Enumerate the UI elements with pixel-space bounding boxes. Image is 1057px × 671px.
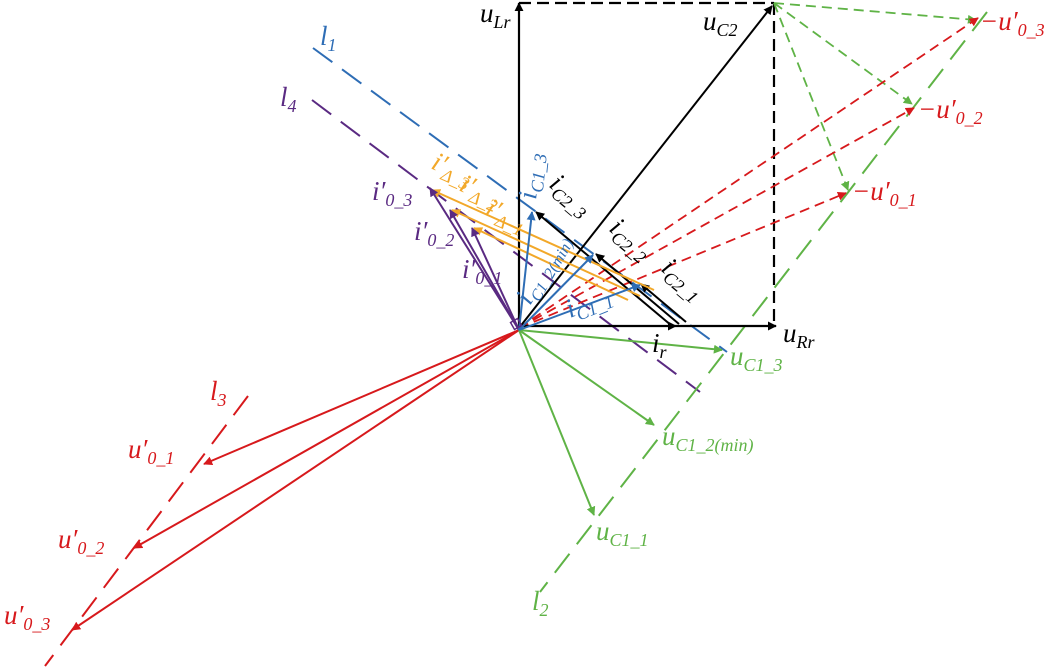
label-u0-2: u′0_2 — [58, 524, 104, 558]
label-ic2-3: iC2_3 — [542, 168, 599, 224]
label-u0-1: u′0_1 — [128, 434, 174, 468]
label-ic2-2: iC2_2 — [602, 212, 659, 268]
vector-ic1-1 — [518, 283, 641, 331]
label-l2: l2 — [532, 586, 549, 620]
vector-neg-u0-2 — [518, 107, 915, 329]
line-l4 — [311, 99, 701, 393]
vector-ic2-3 — [535, 211, 673, 327]
label-uc1-3: uC1_3 — [730, 341, 783, 375]
vector-idelta-2 — [451, 209, 641, 297]
label-uc1-2min: uC1_2(min) — [662, 421, 754, 456]
label-i0-3: i′0_3 — [372, 176, 412, 210]
label-i0-2: i′0_2 — [414, 216, 454, 250]
label-l3: l3 — [210, 376, 227, 410]
label-i-r: ir — [652, 328, 668, 362]
vector-u0-3 — [71, 329, 520, 631]
label-ic1-1: iC1_1 — [561, 278, 617, 327]
vector-uc1-1 — [518, 329, 596, 516]
green-dash-to-neg-u0-1 — [773, 2, 850, 191]
label-neg-u0-2: −u′0_2 — [918, 94, 983, 128]
label-l4: l4 — [280, 82, 297, 116]
line-l3 — [44, 395, 249, 667]
label-l1: l1 — [320, 21, 337, 55]
vector-i0-2 — [449, 209, 520, 331]
vector-neg-u0-1 — [518, 191, 847, 329]
green-dash-to-neg-u0-2 — [773, 2, 913, 105]
label-u0-3: u′0_3 — [4, 600, 50, 634]
vector-i0-1 — [471, 227, 520, 331]
right-angle-marker — [509, 317, 523, 331]
label-ic1-3: iC1_3 — [512, 151, 551, 201]
label-uc1-1: uC1_1 — [596, 516, 649, 550]
label-i0-1: i′0_1 — [462, 254, 502, 288]
vector-uc1-3 — [518, 329, 723, 354]
label-neg-u0-1: −u′0_1 — [852, 176, 917, 210]
vector-ic1-3 — [518, 211, 536, 331]
green-dash-to-neg-u0-3 — [773, 2, 977, 24]
vector-ic2-1 — [640, 283, 687, 323]
vector-u0-2 — [133, 329, 520, 549]
label-u-c2: uC2 — [703, 6, 738, 40]
label-neg-u0-3: −u′0_3 — [980, 6, 1045, 40]
vector-idelta-3 — [431, 189, 655, 291]
label-u-lr: uLr — [480, 0, 512, 32]
vector-neg-u0-3 — [518, 17, 979, 329]
vector-i0-3 — [429, 187, 520, 331]
vector-u-c2 — [518, 5, 773, 329]
vector-ic1-2min — [518, 254, 594, 331]
vector-idelta-1 — [473, 227, 629, 301]
vector-uc1-2min — [518, 329, 655, 426]
vector-u0-1 — [203, 329, 520, 465]
label-u-rr: uRr — [783, 318, 815, 352]
